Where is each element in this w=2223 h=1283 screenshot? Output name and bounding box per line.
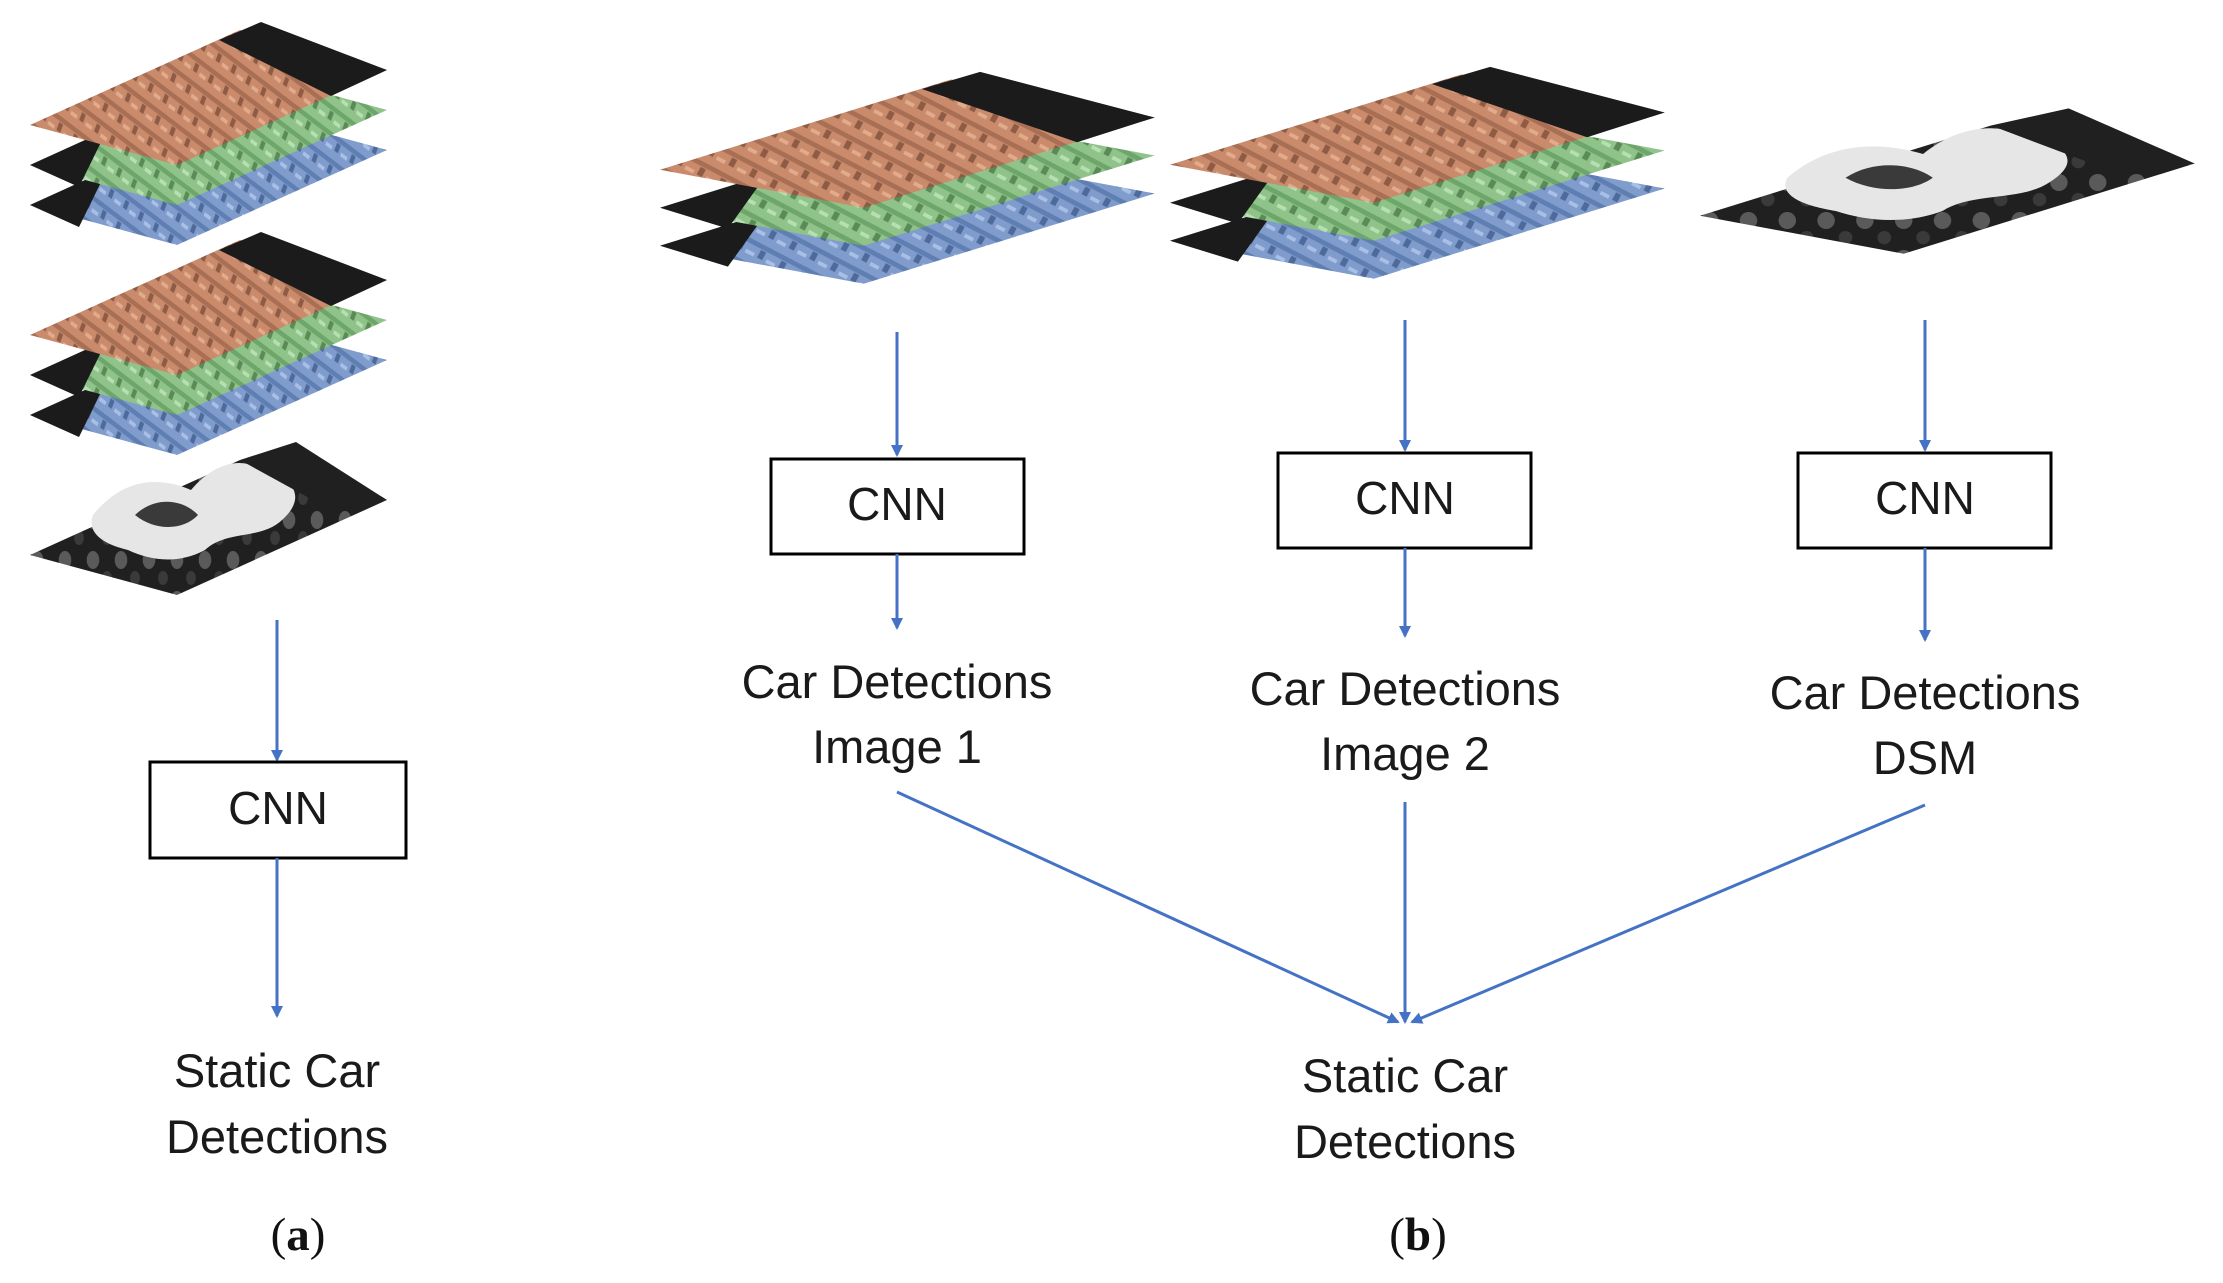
panel-a-output-line-1: Static Car: [174, 1044, 380, 1097]
panel-b-cnn-box-1: [769, 457, 1026, 556]
panel-a-dsm-layer: [30, 442, 387, 595]
panel-b-detections-1-line-2: Image 1: [812, 720, 982, 773]
panel-b-cnn-box-2: [1276, 451, 1533, 550]
panel-b-output-line-2: Detections: [1294, 1115, 1516, 1168]
panel-b-cnn-label-1: CNN: [847, 478, 947, 530]
panel-b-arrow-fusion-1: [896, 790, 1400, 1024]
panel-b-image-2-stack: [1170, 66, 1665, 279]
panel-b-cnn-label-2: CNN: [1355, 472, 1455, 524]
panel-a-output-line-2: Detections: [166, 1110, 388, 1163]
panel-b-output-line-1: Static Car: [1302, 1049, 1508, 1102]
panel-b-cnn-box-3: [1796, 451, 2053, 550]
panel-a-cnn-label: CNN: [228, 782, 328, 834]
panel-a-caption: (a): [271, 1209, 326, 1261]
panel-b-arrow-fusion-3: [1410, 803, 1926, 1024]
panel-b-image-1-stack: [660, 71, 1155, 284]
panel-b-detections-3-line-2: DSM: [1873, 731, 1977, 784]
panel-b-detections-2-line-1: Car Detections: [1250, 662, 1561, 715]
panel-b-detections-1-line-1: Car Detections: [742, 655, 1053, 708]
panel-b-detections-2-line-2: Image 2: [1320, 727, 1490, 780]
panel-b: CNN Car Detections Image 1 CNN Car Detec…: [660, 66, 2195, 1261]
panel-a: CNN Static Car Detections (a): [30, 22, 408, 1261]
panel-b-detections-3-line-1: Car Detections: [1770, 666, 2081, 719]
panel-a-image-1-stack: [30, 22, 387, 245]
panel-b-caption: (b): [1389, 1209, 1446, 1261]
panel-a-image-2-stack: [30, 232, 387, 455]
panel-b-cnn-label-3: CNN: [1875, 472, 1975, 524]
panel-b-dsm-layer: [1700, 108, 2195, 254]
